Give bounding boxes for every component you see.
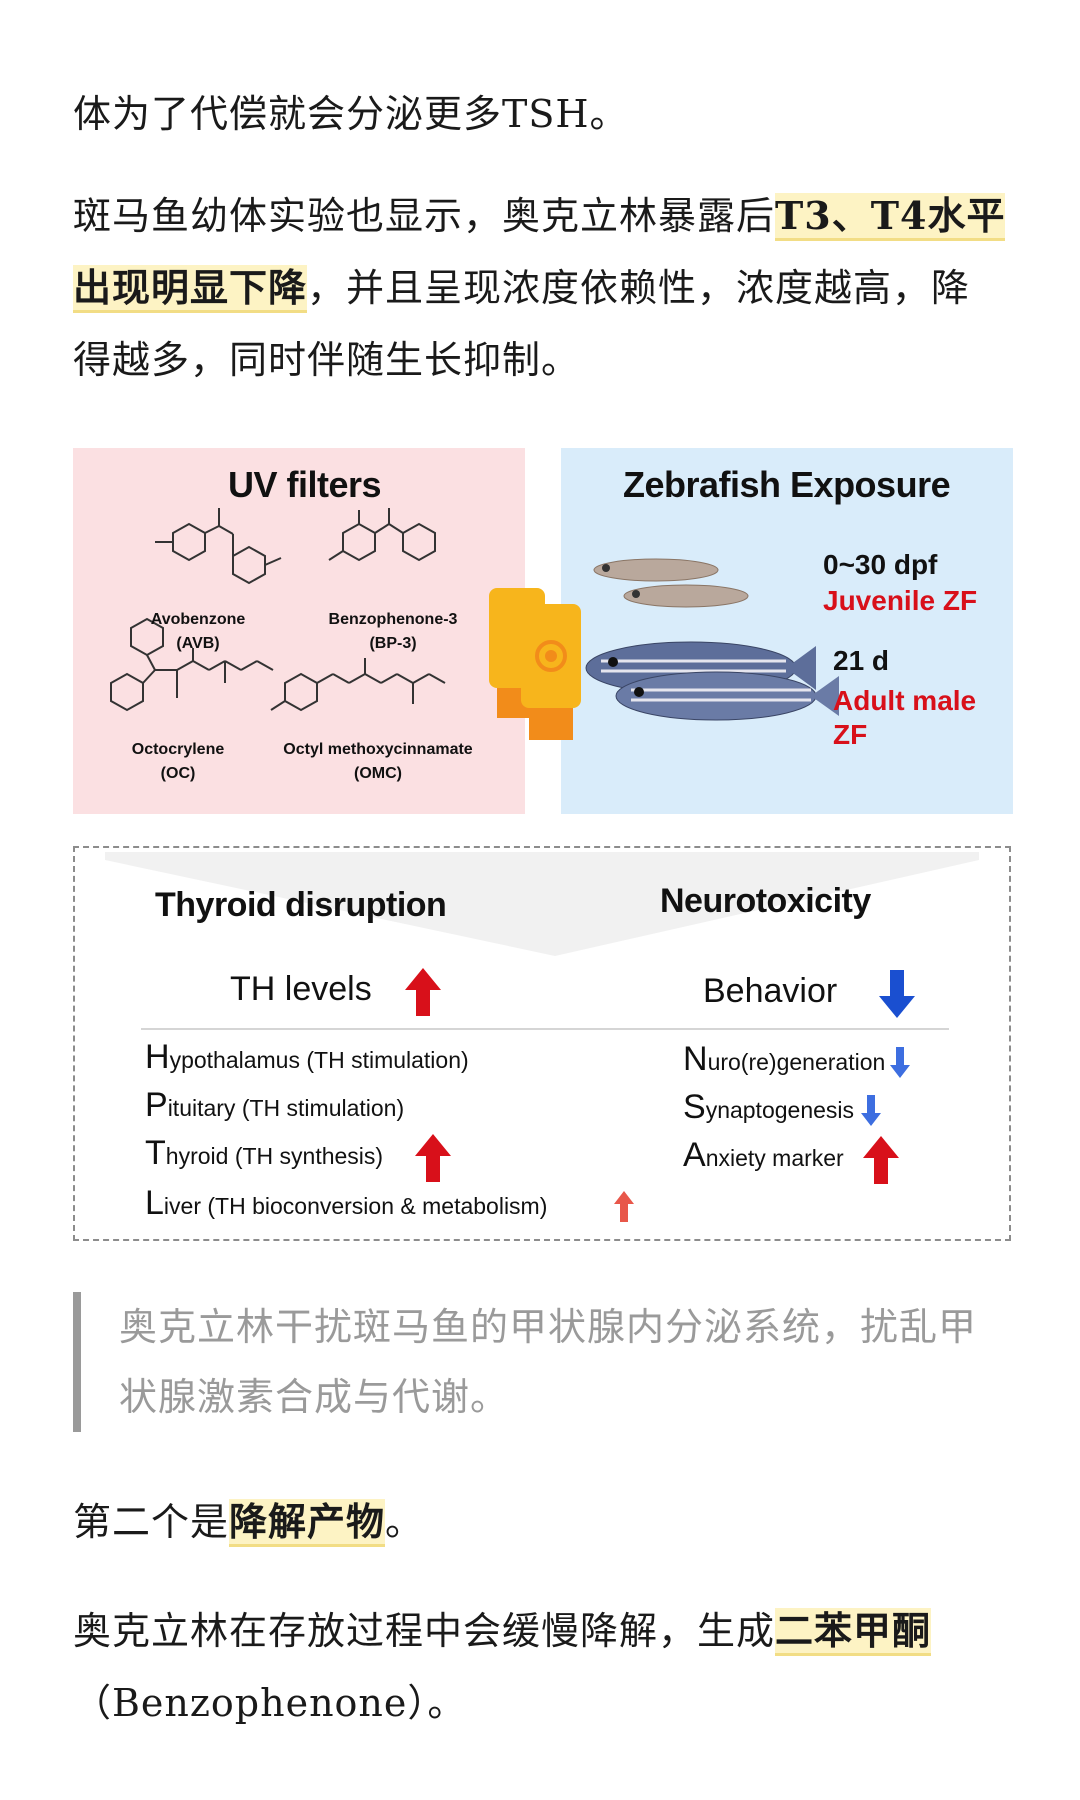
zebrafish-illustration (585, 558, 839, 721)
compound-avobenzone: Avobenzone (AVB) (128, 608, 268, 656)
item-initial: S (683, 1088, 706, 1126)
compound-bp3: Benzophenone-3 (BP-3) (303, 608, 483, 656)
compound-octocrylene: Octocrylene (OC) (113, 738, 243, 786)
paragraph-2: 斑马鱼幼体实验也显示，奥克立林暴露后T3、T4水平出现明显下降，并且呈现浓度依赖… (73, 180, 1008, 396)
item-text: hyroid (TH synthesis) (165, 1143, 384, 1169)
item-initial: L (145, 1184, 164, 1222)
behavior-label: Behavior (703, 972, 838, 1010)
paragraph-1-text: 体为了代偿就会分泌更多TSH。 (73, 92, 629, 136)
uv-filters-title: UV filters (228, 464, 382, 505)
thyroid-disruption-title: Thyroid disruption (155, 886, 447, 924)
research-figure: UV filters (73, 448, 1013, 1243)
th-levels-up-arrow-icon (405, 968, 441, 1016)
item-text: ypothalamus (TH stimulation) (169, 1047, 469, 1073)
compound-name: Avobenzone (150, 611, 246, 628)
adult-label: Adult male ZF (833, 685, 977, 750)
paragraph-4-text-a: 奥克立林在存放过程中会缓慢降解，生成 (73, 1609, 776, 1653)
item-text: iver (TH bioconversion & metabolism) (163, 1193, 548, 1219)
item-initial: N (683, 1040, 708, 1078)
item-initial: T (145, 1134, 166, 1172)
paragraph-4-text-b: （Benzophenone）。 (73, 1681, 467, 1725)
figure-caption-quote: 奥克立林干扰斑马鱼的甲状腺内分泌系统，扰乱甲状腺激素合成与代谢。 (73, 1292, 1003, 1432)
compound-abbr: (OC) (160, 765, 196, 782)
compound-abbr: (OMC) (354, 765, 402, 782)
paragraph-3: 第二个是降解产物。 (73, 1486, 1008, 1558)
hypothalamus-item: Hypothalamus (TH stimulation) (145, 1038, 469, 1077)
juvenile-time: 0~30 dpf (823, 549, 938, 580)
item-text: ituitary (TH stimulation) (167, 1095, 405, 1121)
thyroid-up-arrow-icon (415, 1134, 451, 1182)
paragraph-4: 奥克立林在存放过程中会缓慢降解，生成二苯甲酮 （Benzophenone）。 (73, 1595, 1008, 1739)
compound-name: Octocrylene (131, 741, 225, 758)
outcomes-divider (141, 1028, 949, 1030)
paragraph-3-highlight: 降解产物 (229, 1499, 386, 1547)
paragraph-2-text-b: ，并且呈现浓度依赖性，浓度越高，降得越多，同时伴随生长抑制。 (73, 266, 971, 382)
item-initial: H (145, 1038, 170, 1076)
outcomes-box: Thyroid disruption Neurotoxicity TH leve… (73, 846, 1011, 1241)
paragraph-4-highlight: 二苯甲酮 (775, 1608, 932, 1656)
paragraph-2-text-a: 斑马鱼幼体实验也显示，奥克立林暴露后 (73, 194, 776, 238)
paragraph-3-text-b: 。 (385, 1500, 425, 1544)
liver-item: Liver (TH bioconversion & metabolism) (145, 1184, 547, 1223)
compound-omc: Octyl methoxycinnamate (OMC) (263, 738, 493, 786)
item-initial: A (683, 1136, 706, 1174)
zebrafish-exposure-panel: Zebrafish Exposure 0~30 dpf Ju (561, 448, 1013, 814)
sunscreen-bottles-icon (489, 588, 581, 740)
behavior-down-arrow-icon (879, 970, 915, 1018)
item-text: nxiety marker (705, 1145, 844, 1171)
paragraph-3-text-a: 第二个是 (73, 1500, 230, 1544)
anxiety-up-arrow-icon (863, 1136, 899, 1184)
compound-abbr: (BP-3) (369, 635, 417, 652)
neuroregeneration-down-arrow-icon (890, 1047, 910, 1078)
item-initial: P (145, 1086, 168, 1124)
juvenile-label: Juvenile ZF (823, 585, 978, 616)
adult-time: 21 d (833, 645, 890, 676)
uv-filters-panel: UV filters (73, 448, 525, 814)
th-levels-label: TH levels (230, 970, 372, 1008)
zebrafish-exposure-title: Zebrafish Exposure (623, 464, 951, 505)
liver-up-arrow-icon (614, 1191, 634, 1222)
synaptogenesis-item: Synaptogenesis (683, 1088, 854, 1127)
paragraph-1: 体为了代偿就会分泌更多TSH。 (73, 78, 1008, 150)
thyroid-item: Thyroid (TH synthesis) (145, 1134, 383, 1173)
neurotoxicity-title: Neurotoxicity (660, 882, 871, 920)
compound-abbr: (AVB) (176, 635, 220, 652)
anxiety-marker-item: Anxiety marker (683, 1136, 844, 1175)
quote-text: 奥克立林干扰斑马鱼的甲状腺内分泌系统，扰乱甲状腺激素合成与代谢。 (119, 1305, 978, 1419)
item-text: ynaptogenesis (705, 1097, 855, 1123)
neuroregeneration-item: Nuro(re)generation (683, 1040, 885, 1079)
compound-name: Octyl methoxycinnamate (283, 741, 473, 758)
synaptogenesis-down-arrow-icon (861, 1095, 881, 1126)
pituitary-item: Pituitary (TH stimulation) (145, 1086, 404, 1125)
item-text: uro(re)generation (707, 1049, 886, 1075)
compound-name: Benzophenone-3 (328, 611, 458, 628)
chemical-structures (110, 508, 446, 712)
funnel-arrow-shape (105, 852, 979, 956)
